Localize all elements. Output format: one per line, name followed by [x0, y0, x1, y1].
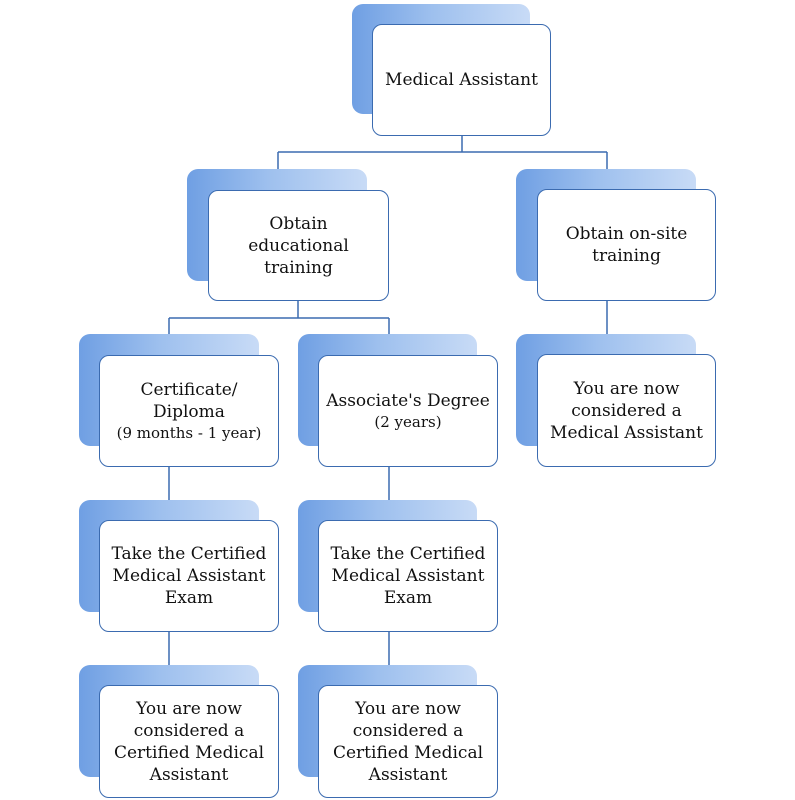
connector-root-branches — [277, 136, 608, 169]
node-label: Take the Certified Medical Assistant Exa… — [330, 544, 486, 608]
node-card: Obtain educational training — [208, 190, 389, 301]
node-card: Associate's Degree (2 years) — [318, 355, 498, 467]
node-label: You are now considered a Medical Assista… — [550, 378, 703, 443]
node-label: Certificate/ Diploma — [140, 380, 238, 422]
node-card: You are now considered a Medical Assista… — [537, 354, 716, 467]
node-label: You are now considered a Certified Medic… — [332, 698, 484, 785]
node-card: Medical Assistant — [372, 24, 551, 136]
node-label: Medical Assistant — [385, 70, 538, 90]
node-label: Associate's Degree — [326, 391, 490, 411]
node-card: You are now considered a Certified Medic… — [318, 685, 498, 798]
node-card: You are now considered a Certified Medic… — [99, 685, 279, 798]
node-card: Obtain on-site training — [537, 189, 716, 301]
node-label: Take the Certified Medical Assistant Exa… — [111, 544, 267, 608]
node-label: Obtain on-site training — [565, 224, 688, 266]
node-label: Obtain educational training — [248, 213, 349, 278]
node-sublabel: (2 years) — [374, 413, 442, 431]
connector-edu-branches — [168, 301, 390, 334]
node-sublabel: (9 months - 1 year) — [116, 424, 262, 442]
node-label: You are now considered a Certified Medic… — [113, 698, 265, 785]
node-card: Certificate/ Diploma (9 months - 1 year) — [99, 355, 279, 467]
node-card: Take the Certified Medical Assistant Exa… — [99, 520, 279, 632]
node-card: Take the Certified Medical Assistant Exa… — [318, 520, 498, 632]
